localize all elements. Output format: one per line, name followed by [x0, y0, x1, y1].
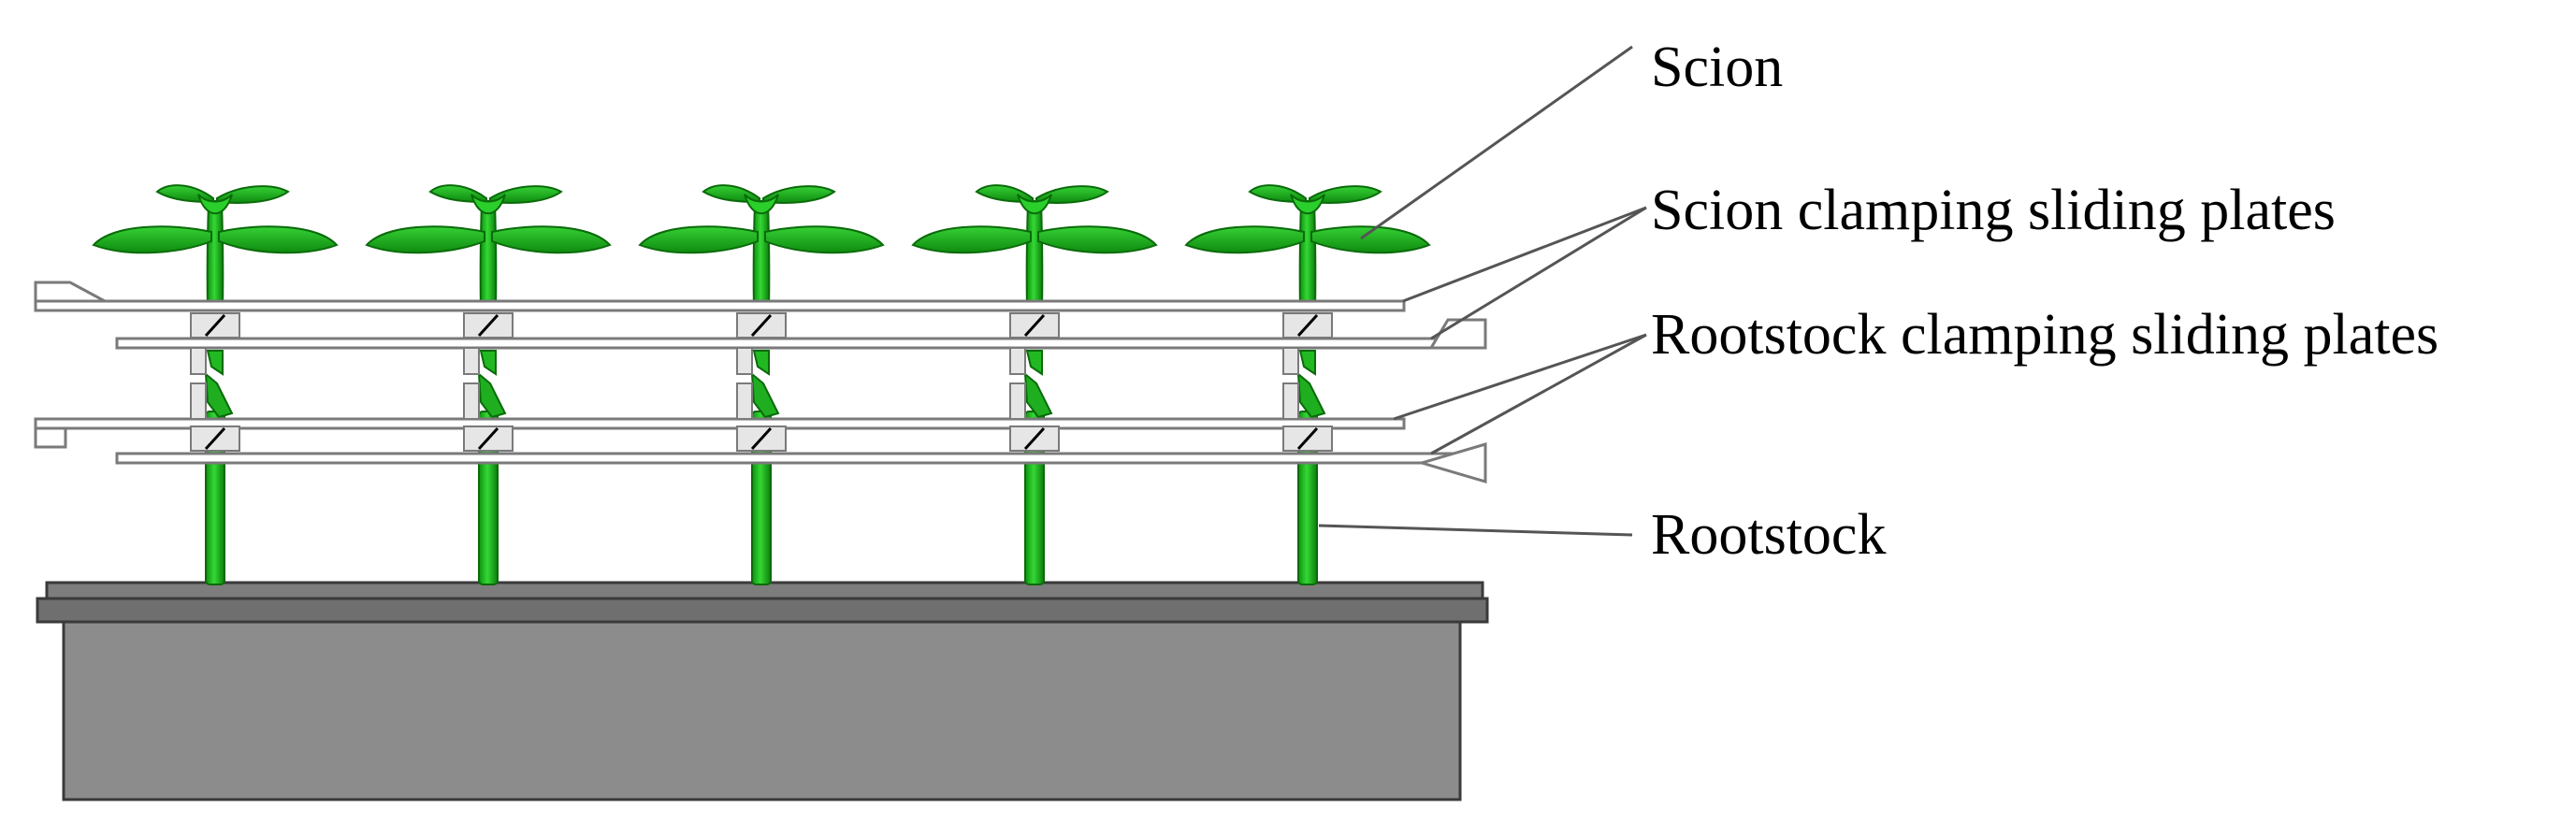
- scion-plate-upper-handle[interactable]: [34, 281, 106, 303]
- clamp-block: [1282, 382, 1299, 420]
- leaf-left-large: [365, 225, 485, 254]
- scion-plate-lower[interactable]: [115, 337, 1487, 350]
- rootstock-clamp: [463, 425, 514, 452]
- leader-scion-plate-b: [1430, 206, 1647, 340]
- tray-lip: [36, 597, 1489, 624]
- clamp-block: [190, 347, 207, 375]
- scion-clamp: [463, 312, 514, 339]
- scion-stem: [752, 200, 771, 310]
- seedling: [92, 184, 339, 585]
- center-bud: [197, 194, 233, 214]
- clamp-cut-mark: [1023, 313, 1046, 338]
- leaf-left-large: [92, 225, 212, 254]
- leaf-right-large: [1037, 225, 1158, 254]
- clamp-cut-mark: [1296, 313, 1319, 338]
- leaf-right-top: [489, 185, 563, 204]
- clamp-cut-mark: [204, 426, 226, 451]
- leaf-right-top: [216, 185, 290, 204]
- scion-plate-lower-handle[interactable]: [1428, 318, 1487, 350]
- rootstock-cut-segment: [477, 371, 507, 419]
- leaf-left-large: [1184, 225, 1305, 254]
- center-bud: [1290, 194, 1325, 214]
- scion-cut-segment: [479, 350, 497, 376]
- clamp-jaw: [736, 312, 787, 339]
- clamp-jaw: [1009, 425, 1060, 452]
- scion-clamp: [736, 312, 787, 339]
- clamp-cut-mark: [1023, 426, 1046, 451]
- seedling: [911, 184, 1158, 585]
- leaf-left-large: [911, 225, 1032, 254]
- leaf-right-top: [762, 185, 836, 204]
- scion-plate-upper[interactable]: [34, 299, 1406, 312]
- seedlings: [92, 184, 1431, 585]
- rootstock-cut-segment: [204, 371, 234, 419]
- leaf-right-large: [1310, 225, 1431, 254]
- leaf-right-top: [1309, 185, 1382, 204]
- rootstock-clamp: [736, 425, 787, 452]
- rootstock-clamp: [1009, 425, 1060, 452]
- clamp-block: [463, 347, 480, 375]
- center-bud: [470, 194, 506, 214]
- rootstock-plate-upper[interactable]: [34, 417, 1406, 430]
- rootstock-cut-segment: [1296, 371, 1326, 419]
- clamps: [190, 312, 1333, 452]
- rootstock-clamp: [190, 425, 240, 452]
- clamp-block: [736, 347, 753, 375]
- seedling: [638, 184, 885, 585]
- scion-stem: [479, 200, 498, 310]
- clamp-cut-mark: [750, 426, 773, 451]
- scion-clamp: [1282, 312, 1333, 339]
- clamp-jaw: [1282, 425, 1333, 452]
- seedling: [1184, 184, 1431, 585]
- clamp-cut-mark: [477, 426, 499, 451]
- clamp-cut-mark: [204, 313, 226, 338]
- scion-cut-segment: [752, 350, 770, 376]
- clamp-cut-mark: [477, 313, 499, 338]
- scion-clamp: [190, 312, 240, 339]
- clamp-block: [1009, 347, 1026, 375]
- center-bud: [744, 194, 779, 214]
- clamp-block: [736, 382, 753, 420]
- rootstock-plate-lower-handle[interactable]: [1416, 441, 1487, 484]
- label-rootstock: Rootstock: [1651, 503, 1886, 567]
- rootstock-cut-segment: [750, 371, 780, 419]
- scion-cut-segment: [1298, 350, 1316, 376]
- rootstock-clamp: [1282, 425, 1333, 452]
- label-scion-clamping-plates: Scion clamping sliding plates: [1651, 179, 2336, 242]
- rootstock-cut-segment: [1023, 371, 1053, 419]
- rootstock-plate-lower[interactable]: [115, 452, 1487, 465]
- leaf-right-large: [764, 225, 885, 254]
- leaf-right-large: [218, 225, 339, 254]
- leader-lines: [1318, 45, 1647, 537]
- label-scion: Scion: [1651, 36, 1783, 99]
- leaf-left-large: [638, 225, 759, 254]
- tray-body: [62, 620, 1462, 801]
- scion-stem: [1025, 200, 1044, 310]
- label-rootstock-clamping-plates: Rootstock clamping sliding plates: [1651, 303, 2439, 367]
- leader-scion: [1360, 45, 1633, 240]
- seedling-tray: [36, 581, 1489, 801]
- center-bud: [1017, 194, 1052, 214]
- seedling: [365, 184, 612, 585]
- clamp-block: [190, 382, 207, 420]
- scion-clamp: [1009, 312, 1060, 339]
- scion-stem: [206, 200, 224, 310]
- leader-rootstock-plate-b: [1430, 333, 1647, 455]
- leaf-right-top: [1035, 185, 1109, 204]
- leader-scion-plate-a: [1402, 206, 1647, 303]
- scion-stem: [1298, 200, 1317, 310]
- clamp-cut-mark: [750, 313, 773, 338]
- clamp-block: [463, 382, 480, 420]
- clamp-cut-mark: [1296, 426, 1319, 451]
- clamp-block: [1009, 382, 1026, 420]
- clamp-jaw: [463, 312, 514, 339]
- sliding-plates: [34, 281, 1487, 484]
- leader-rootstock-plate-a: [1393, 333, 1647, 421]
- leader-rootstock: [1318, 524, 1633, 537]
- clamp-block: [1282, 347, 1299, 375]
- scion-cut-segment: [206, 350, 224, 376]
- leaf-right-large: [491, 225, 612, 254]
- scion-cut-segment: [1025, 350, 1043, 376]
